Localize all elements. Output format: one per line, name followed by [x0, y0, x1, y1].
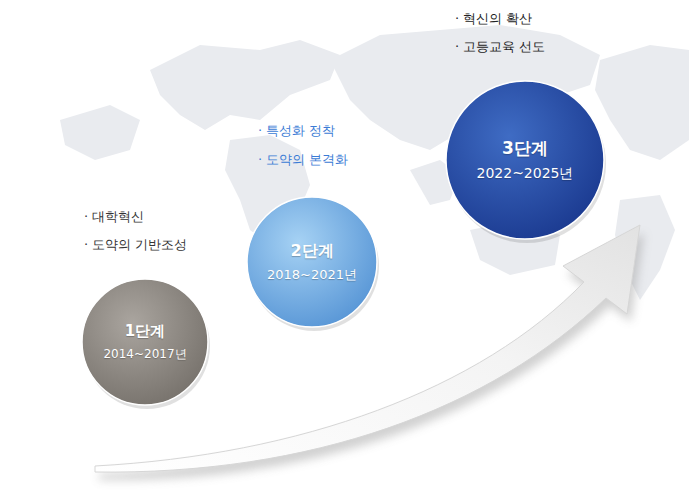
stage-circle: 3단계 2022~2025년 — [445, 80, 605, 240]
stage-goal: · 도약의 본격화 — [258, 152, 348, 168]
stage-period: 2014~2017년 — [103, 347, 186, 362]
stage-title: 1단계 — [125, 322, 165, 341]
stage-goal: · 고등교육 선도 — [455, 39, 545, 55]
circle-shape — [445, 80, 605, 240]
stage-period: 2022~2025년 — [477, 165, 574, 183]
stage-circle: 2단계 2018~2021년 — [246, 196, 378, 328]
stage-circle: 1단계 2014~2017년 — [81, 278, 209, 406]
stage-goal: · 특성화 정착 — [258, 123, 335, 139]
stage-title: 3단계 — [502, 138, 548, 159]
circle-shape — [81, 278, 209, 406]
stage-title: 2단계 — [290, 241, 333, 261]
stage-goal: · 대학혁신 — [84, 209, 144, 225]
stage-goal: · 도약의 기반조성 — [84, 237, 187, 253]
stage-goal: · 혁신의 확산 — [455, 11, 532, 27]
circle-shape — [246, 196, 378, 328]
stage-period: 2018~2021년 — [267, 267, 357, 283]
